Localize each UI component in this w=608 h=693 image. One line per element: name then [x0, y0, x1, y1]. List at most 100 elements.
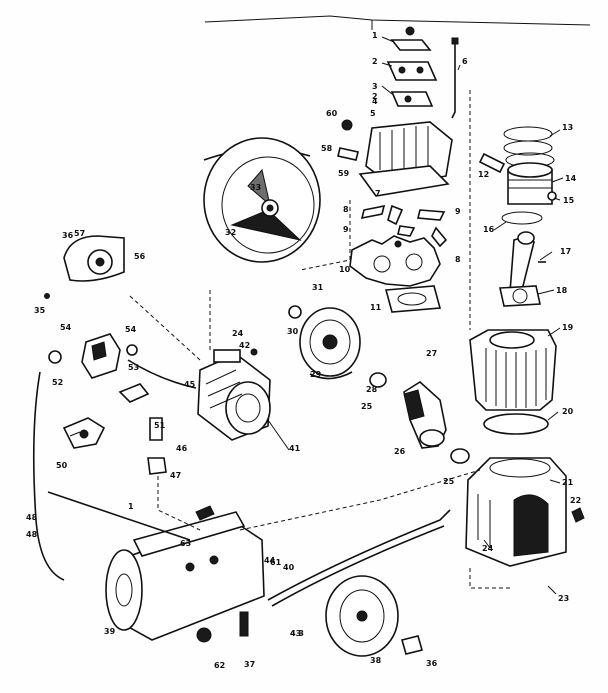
guide-line-4	[469, 568, 510, 589]
wire-clamp	[118, 383, 150, 403]
part-number-p27: 27	[426, 349, 437, 358]
tank-foot	[196, 627, 212, 643]
part-number-p41: 41	[289, 444, 301, 453]
part-number-p2a: 2	[372, 57, 378, 66]
part-number-p63: 63	[180, 539, 191, 548]
part-number-p24a: 24	[232, 329, 244, 338]
part-number-p46: 46	[176, 444, 188, 453]
part-number-p2b: 2	[372, 92, 378, 101]
wrist-pin	[478, 152, 506, 174]
part-number-p48b: 48	[26, 530, 38, 539]
part-number-p22: 22	[570, 496, 581, 505]
part-number-p42: 42	[239, 341, 250, 350]
part-number-p54a: 54	[60, 323, 72, 332]
part-number-p61: 61	[270, 558, 282, 567]
bearing-small	[369, 372, 387, 388]
drain-fitting	[147, 457, 167, 475]
part-number-p50: 50	[56, 461, 68, 470]
bearing-large	[450, 448, 470, 464]
part-number-p14: 14	[565, 174, 577, 183]
tank-valve	[195, 505, 215, 521]
part-number-p11: 11	[370, 303, 382, 312]
part-number-p52: 52	[52, 378, 63, 387]
part-number-p30: 30	[287, 327, 299, 336]
flywheel	[203, 137, 321, 263]
part-number-p44: 44	[264, 556, 276, 565]
frame-line-top	[204, 15, 591, 26]
part-number-p21: 21	[562, 478, 574, 487]
valve-gasket	[384, 285, 442, 313]
svg-text:4 3: 4 3	[290, 629, 304, 638]
compressor-pulley	[299, 307, 361, 380]
piston-ring-lower	[501, 211, 543, 225]
switch-bushing	[126, 344, 138, 356]
part-number-p62: 62	[214, 661, 225, 670]
part-number-p18: 18	[556, 286, 568, 295]
v-belt	[267, 509, 451, 601]
part-number-p56: 56	[134, 252, 146, 261]
part-number-p37: 37	[244, 660, 255, 669]
part-number-p4: 4	[372, 97, 378, 106]
guide-line-2	[299, 200, 351, 271]
belt-guard	[63, 235, 125, 282]
guide-line-6	[239, 469, 481, 531]
pulley-washer	[288, 305, 302, 319]
part-number-p43: 43	[290, 629, 301, 638]
guide-line-7	[129, 295, 201, 361]
power-cord	[32, 371, 65, 581]
part-number-p9a: 9	[343, 225, 349, 234]
part-number-p6: 6	[462, 57, 468, 66]
part-number-p59: 59	[338, 169, 350, 178]
callout-labels: 1232456789981011121314151617181920212223…	[26, 31, 581, 670]
check-valve	[62, 417, 106, 449]
pressure-switch	[81, 333, 121, 379]
part-number-p10: 10	[339, 265, 351, 274]
part-number-p28: 28	[366, 385, 378, 394]
part-number-p8a: 8	[343, 205, 349, 214]
part-number-p5: 5	[370, 109, 376, 118]
part-number-p29: 29	[310, 370, 322, 379]
part-number-p36b: 36	[426, 659, 438, 668]
valve-plate	[349, 235, 441, 287]
part-number-p17: 17	[560, 247, 571, 256]
air-tank	[47, 491, 265, 641]
valve-plate-stack	[386, 26, 438, 107]
part-number-p3: 3	[372, 82, 378, 91]
part-number-p12: 12	[478, 170, 489, 179]
part-number-p54b: 54	[125, 325, 137, 334]
part-number-p24b: 24	[482, 544, 494, 553]
guide-line-5	[157, 476, 201, 531]
part-number-p47: 47	[170, 471, 181, 480]
part-number-p31: 31	[312, 283, 324, 292]
finned-cylinder	[469, 329, 557, 411]
cylinder-head	[358, 121, 453, 197]
part-number-p19: 19	[562, 323, 574, 332]
part-number-p33: 33	[250, 183, 261, 192]
tank-drain	[239, 611, 249, 637]
part-number-p53: 53	[128, 363, 139, 372]
part-number-p60: 60	[326, 109, 338, 118]
part-number-p23: 23	[558, 594, 569, 603]
connecting-rod	[499, 231, 541, 307]
part-number-p13: 13	[562, 123, 573, 132]
v-belt-inner	[271, 525, 445, 607]
piston-rings	[503, 126, 555, 168]
leader-lines	[69, 36, 564, 595]
part-number-p8b: 8	[455, 255, 461, 264]
unloader-fitting	[149, 417, 163, 441]
crankcase	[465, 457, 567, 567]
part-number-p58: 58	[321, 144, 333, 153]
head-bolt	[451, 37, 459, 119]
piston	[507, 162, 557, 205]
wheel	[325, 575, 399, 657]
switch-knob	[48, 350, 62, 364]
breather-cap	[337, 119, 359, 161]
part-number-p38: 38	[370, 656, 382, 665]
part-number-p32: 32	[225, 228, 236, 237]
reed-valves	[360, 204, 448, 248]
part-number-p36a: 36	[62, 231, 74, 240]
part-number-p39: 39	[104, 627, 116, 636]
guard-screw	[44, 293, 50, 299]
